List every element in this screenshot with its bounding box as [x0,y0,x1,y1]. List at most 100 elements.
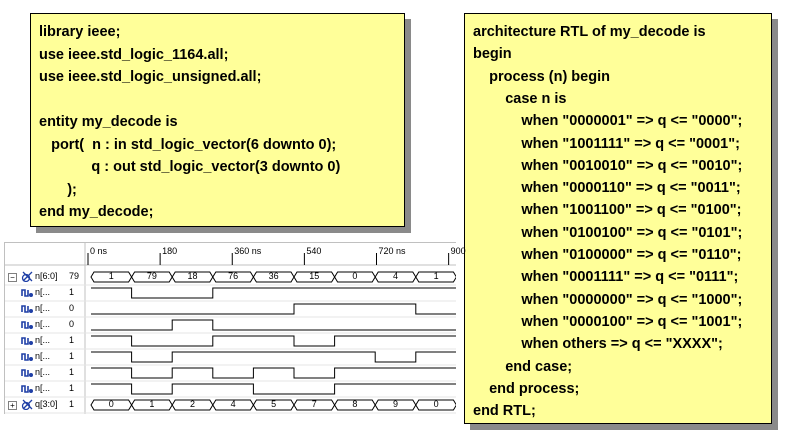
code-line: when "0000001" => q <= "0000"; [473,113,743,130]
signal-name: n[... [35,383,51,393]
signal-value: 1 [69,335,75,345]
code-line: end case; [473,358,573,375]
bus-segment-value: 4 [392,271,398,281]
code-line: when "0000100" => q <= "1001"; [473,313,743,330]
waveform-canvas [5,243,456,414]
bus-segment-value: 15 [309,271,320,281]
bus-segment-value: 4 [230,399,236,409]
time-tick-label: 540 [306,246,322,256]
bit-signal-icon [21,367,33,378]
signal-value: 1 [69,287,75,297]
bus-segment [415,271,456,283]
code-line: when "0001111" => q <= "0111"; [473,269,739,286]
signal-value: 1 [69,383,75,393]
code-line: when "0100000" => q <= "0110"; [473,247,742,263]
vhdl-entity-panel: library ieee; use ieee.std_logic_1164.all… [30,13,405,227]
signal-row[interactable]: n[... 0 [5,301,85,317]
signal-name: n[... [35,303,51,313]
signal-value: 0 [69,319,75,329]
time-tick-label: 360 ns [234,246,262,256]
bit-signal-icon [21,287,33,298]
signal-name: n[... [35,367,51,377]
signal-value: 79 [69,271,80,281]
code-line: when "0000000" => q <= "1000"; [473,291,743,308]
bus-segment-value: 5 [271,399,277,409]
signal-name: n[... [35,287,51,297]
code-line: use ieee.std_logic_1164.all; [39,46,229,63]
signal-row[interactable]: n[... 1 [5,285,85,301]
code-line: end process; [473,380,580,397]
code-line: library ieee; [39,24,121,40]
code-line: when "1001111" => q <= "0001"; [473,135,740,152]
signal-value: 1 [69,399,75,409]
bus-segment-value: 1 [149,399,155,409]
bus-segment-value: 0 [352,271,358,281]
bus-signal-icon [21,399,33,410]
signal-value: 0 [69,303,75,313]
bus-segment-value: 2 [189,399,195,409]
bit-signal-icon [21,351,33,362]
bit-waveform [91,383,456,395]
bit-signal-icon [21,383,33,394]
time-tick-label: 180 [162,246,178,256]
signal-name: n[... [35,319,51,329]
collapse-icon[interactable]: − [8,273,17,282]
code-line: when others => q <= "XXXX"; [473,336,723,353]
code-line: process (n) begin [473,68,610,85]
code-line: when "0010010" => q <= "0010"; [473,157,743,174]
bus-segment-value: 9 [392,399,398,409]
code-line: when "1001100" => q <= "0100"; [473,202,742,219]
bus-segment [415,399,456,411]
bit-waveform [91,367,456,379]
signal-row[interactable]: + q[3:0] 1 [5,397,85,413]
bus-segment-value: 1 [108,271,114,281]
signal-name: n[... [35,351,51,361]
code-line: entity my_decode is [39,114,178,130]
bit-signal-icon [21,303,33,314]
code-line: q : out std_logic_vector(3 downto 0) [39,159,341,175]
bit-waveform [91,303,456,315]
signal-row[interactable]: n[... 1 [5,349,85,365]
code-line: when "0000110" => q <= "0011"; [473,180,741,197]
bus-segment-value: 0 [433,399,439,409]
code-line: architecture RTL of my_decode is [473,24,706,40]
signal-name: n[... [35,335,51,345]
signal-name: n[6:0] [35,271,58,281]
bus-segment-value: 76 [228,271,239,281]
bus-segment-value: 8 [352,399,358,409]
code-line: end RTL; [473,403,536,420]
time-tick-label: 720 ns [378,246,406,256]
signal-row[interactable]: n[... 1 [5,381,85,397]
bit-waveform [91,335,456,347]
bit-signal-icon [21,319,33,330]
time-tick-label: 900 [450,246,466,256]
bus-segment-value: 0 [108,399,114,409]
expand-icon[interactable]: + [8,401,17,410]
bit-waveform [91,287,456,299]
signal-row[interactable]: − n[6:0] 79 [5,269,85,285]
code-line: when "0100100" => q <= "0101"; [473,224,743,241]
bit-signal-icon [21,335,33,346]
time-tick-label: 0 ns [90,246,108,256]
bus-segment-value: 18 [187,271,198,281]
bus-signal-icon [21,271,33,282]
signal-value: 1 [69,367,75,377]
code-line: ); [39,181,77,198]
bus-segment-value: 7 [311,399,317,409]
code-line: end my_decode; [39,204,154,220]
signal-row[interactable]: n[... 1 [5,365,85,381]
bit-waveform [91,319,456,331]
signal-name: q[3:0] [35,399,58,409]
code-line: port( n : in std_logic_vector(6 downto 0… [39,136,337,153]
bit-waveform [91,351,456,363]
bus-segment-value: 79 [146,271,157,281]
code-line: case n is [473,90,567,107]
code-line: use ieee.std_logic_unsigned.all; [39,69,262,85]
bus-segment-value: 1 [433,271,439,281]
signal-value: 1 [69,351,75,361]
signal-row[interactable]: n[... 1 [5,333,85,349]
signal-row[interactable]: n[... 0 [5,317,85,333]
bus-segment-value: 36 [268,271,279,281]
